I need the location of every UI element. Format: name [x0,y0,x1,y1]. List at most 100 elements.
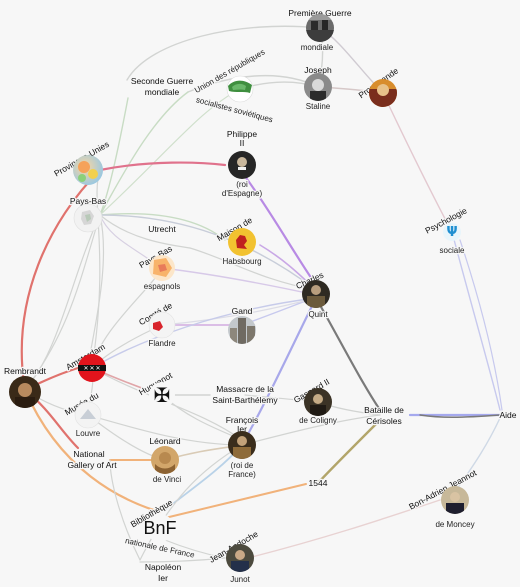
edge [89,214,105,356]
edge [161,267,317,296]
node-amsterdam[interactable]: Amsterdam ✕✕✕ [63,340,108,382]
node-label: Philippe [227,129,258,139]
edge [99,97,129,216]
node-label: Gallery of Art [67,460,117,470]
node-label: Massacre de la [216,384,274,394]
node-rembrandt[interactable]: Rembrandt [3,365,48,408]
edge [99,214,317,291]
node-charles-quint[interactable]: Charles Quint [293,268,330,320]
edge [99,88,241,216]
huguenot-cross-icon: ✠ [154,383,171,407]
node-napoleon[interactable]: Napoléon Ier [144,561,183,585]
edge [419,414,501,418]
edge [91,297,317,369]
node-provinces-unies[interactable]: Provinces-Unies [51,138,112,185]
node-label: France) [228,470,256,479]
node-1544[interactable]: 1544 [307,477,329,490]
node-label: (roi de [231,461,254,470]
node-psychologie-sociale[interactable]: Psychologie Ψ sociale [422,204,470,256]
svg-text:✕: ✕ [95,365,100,372]
node-utrecht[interactable]: Utrecht [147,223,178,236]
edge [24,214,101,391]
node-label: sociale [440,246,465,255]
node-label: National [73,449,104,459]
edge [23,388,162,514]
node-label: (roi [236,180,248,189]
node-comte-flandre[interactable]: Comté de Flandre [136,299,178,349]
node-label: Quint [308,310,328,319]
node-label: Junot [230,575,250,584]
node-label: 1544 [309,478,328,488]
node-philippe-ii[interactable]: Philippe II (roi d'Espagne) [221,128,264,200]
node-bon-adrien[interactable]: Bon-Adrien Jeannot de Moncey [406,466,480,530]
xxx-icon: ✕✕✕ [83,365,100,372]
edge [91,169,101,369]
edge [87,414,243,446]
node-musee-louvre[interactable]: Musée du Louvre [62,389,102,440]
node-label: Bataille de [364,405,404,415]
edge [314,296,382,412]
node-joseph-staline[interactable]: Joseph Staline [303,64,333,113]
node-label: Louvre [76,429,101,438]
svg-text:✕: ✕ [83,365,88,372]
node-jean-andoche[interactable]: Jean-Andoche Junot [206,527,261,585]
node-label: Cérisoles [366,416,401,426]
edge [99,214,191,249]
node-label: espagnols [144,282,180,291]
edge [242,173,318,287]
edge [240,296,318,447]
edge [454,417,501,493]
node-leonard-vinci[interactable]: Léonard de Vinci [148,435,182,486]
node-label: Habsbourg [222,257,261,266]
edge [99,91,189,216]
node-francois-ier[interactable]: François Ier (roi de France) [224,414,259,481]
node-label: II [240,138,245,148]
node-seconde-guerre[interactable]: Seconde Guerre mondiale [130,75,195,99]
edge [241,414,381,446]
node-label: de Moncey [435,520,474,529]
edge [20,168,102,392]
edge [99,213,226,241]
node-maison-habsbourg[interactable]: Maison de Habsbourg [214,213,263,267]
psi-icon: Ψ [446,225,457,240]
node-label: Gand [232,306,253,316]
edge [139,444,243,561]
node-label: François [226,415,259,425]
node-massacre[interactable]: Massacre de la Saint-Barthélemy [211,383,279,407]
node-label: Rembrandt [4,366,47,376]
edge [239,499,441,561]
edge [161,297,317,326]
node-label: Première Guerre [288,8,352,18]
node-label: Aide [499,410,516,420]
edge [451,231,501,411]
edge [98,161,227,172]
node-aide[interactable]: Aide [498,409,518,422]
edge [139,557,226,563]
node-huguenot[interactable]: Huguenot ✠ [136,369,176,408]
node-gaspard-coligny[interactable]: Gaspard II de Coligny [291,375,339,426]
edge [164,539,226,559]
node-pays-bas-espagnols[interactable]: Pays-Bas espagnols [136,242,181,292]
node-label: de Vinci [153,475,182,484]
node-label: de Coligny [299,416,337,425]
node-national-gallery[interactable]: National Gallery of Art [66,448,118,472]
node-premiere-guerre[interactable]: Première Guerre mondiale [287,7,353,54]
node-label: Léonard [149,436,180,446]
node-label: mondiale [301,43,334,52]
edge [187,74,319,93]
node-pays-bas[interactable]: Pays-Bas [69,195,107,233]
node-label: Ier [158,573,168,583]
node-bataille-cerisoles[interactable]: Bataille de Cérisoles [363,404,405,428]
node-label: d'Espagne) [222,189,263,198]
edge [316,418,382,485]
node-label: Joseph [304,65,332,75]
node-label: Seconde Guerre [131,76,194,86]
node-gand[interactable]: Gand [228,305,256,344]
node-label: Utrecht [148,224,176,234]
edge [126,25,321,81]
svg-text:✕: ✕ [89,365,94,372]
edges [20,25,503,563]
edge [189,247,317,291]
node-label: Napoléon [145,562,182,572]
edge [91,367,243,441]
